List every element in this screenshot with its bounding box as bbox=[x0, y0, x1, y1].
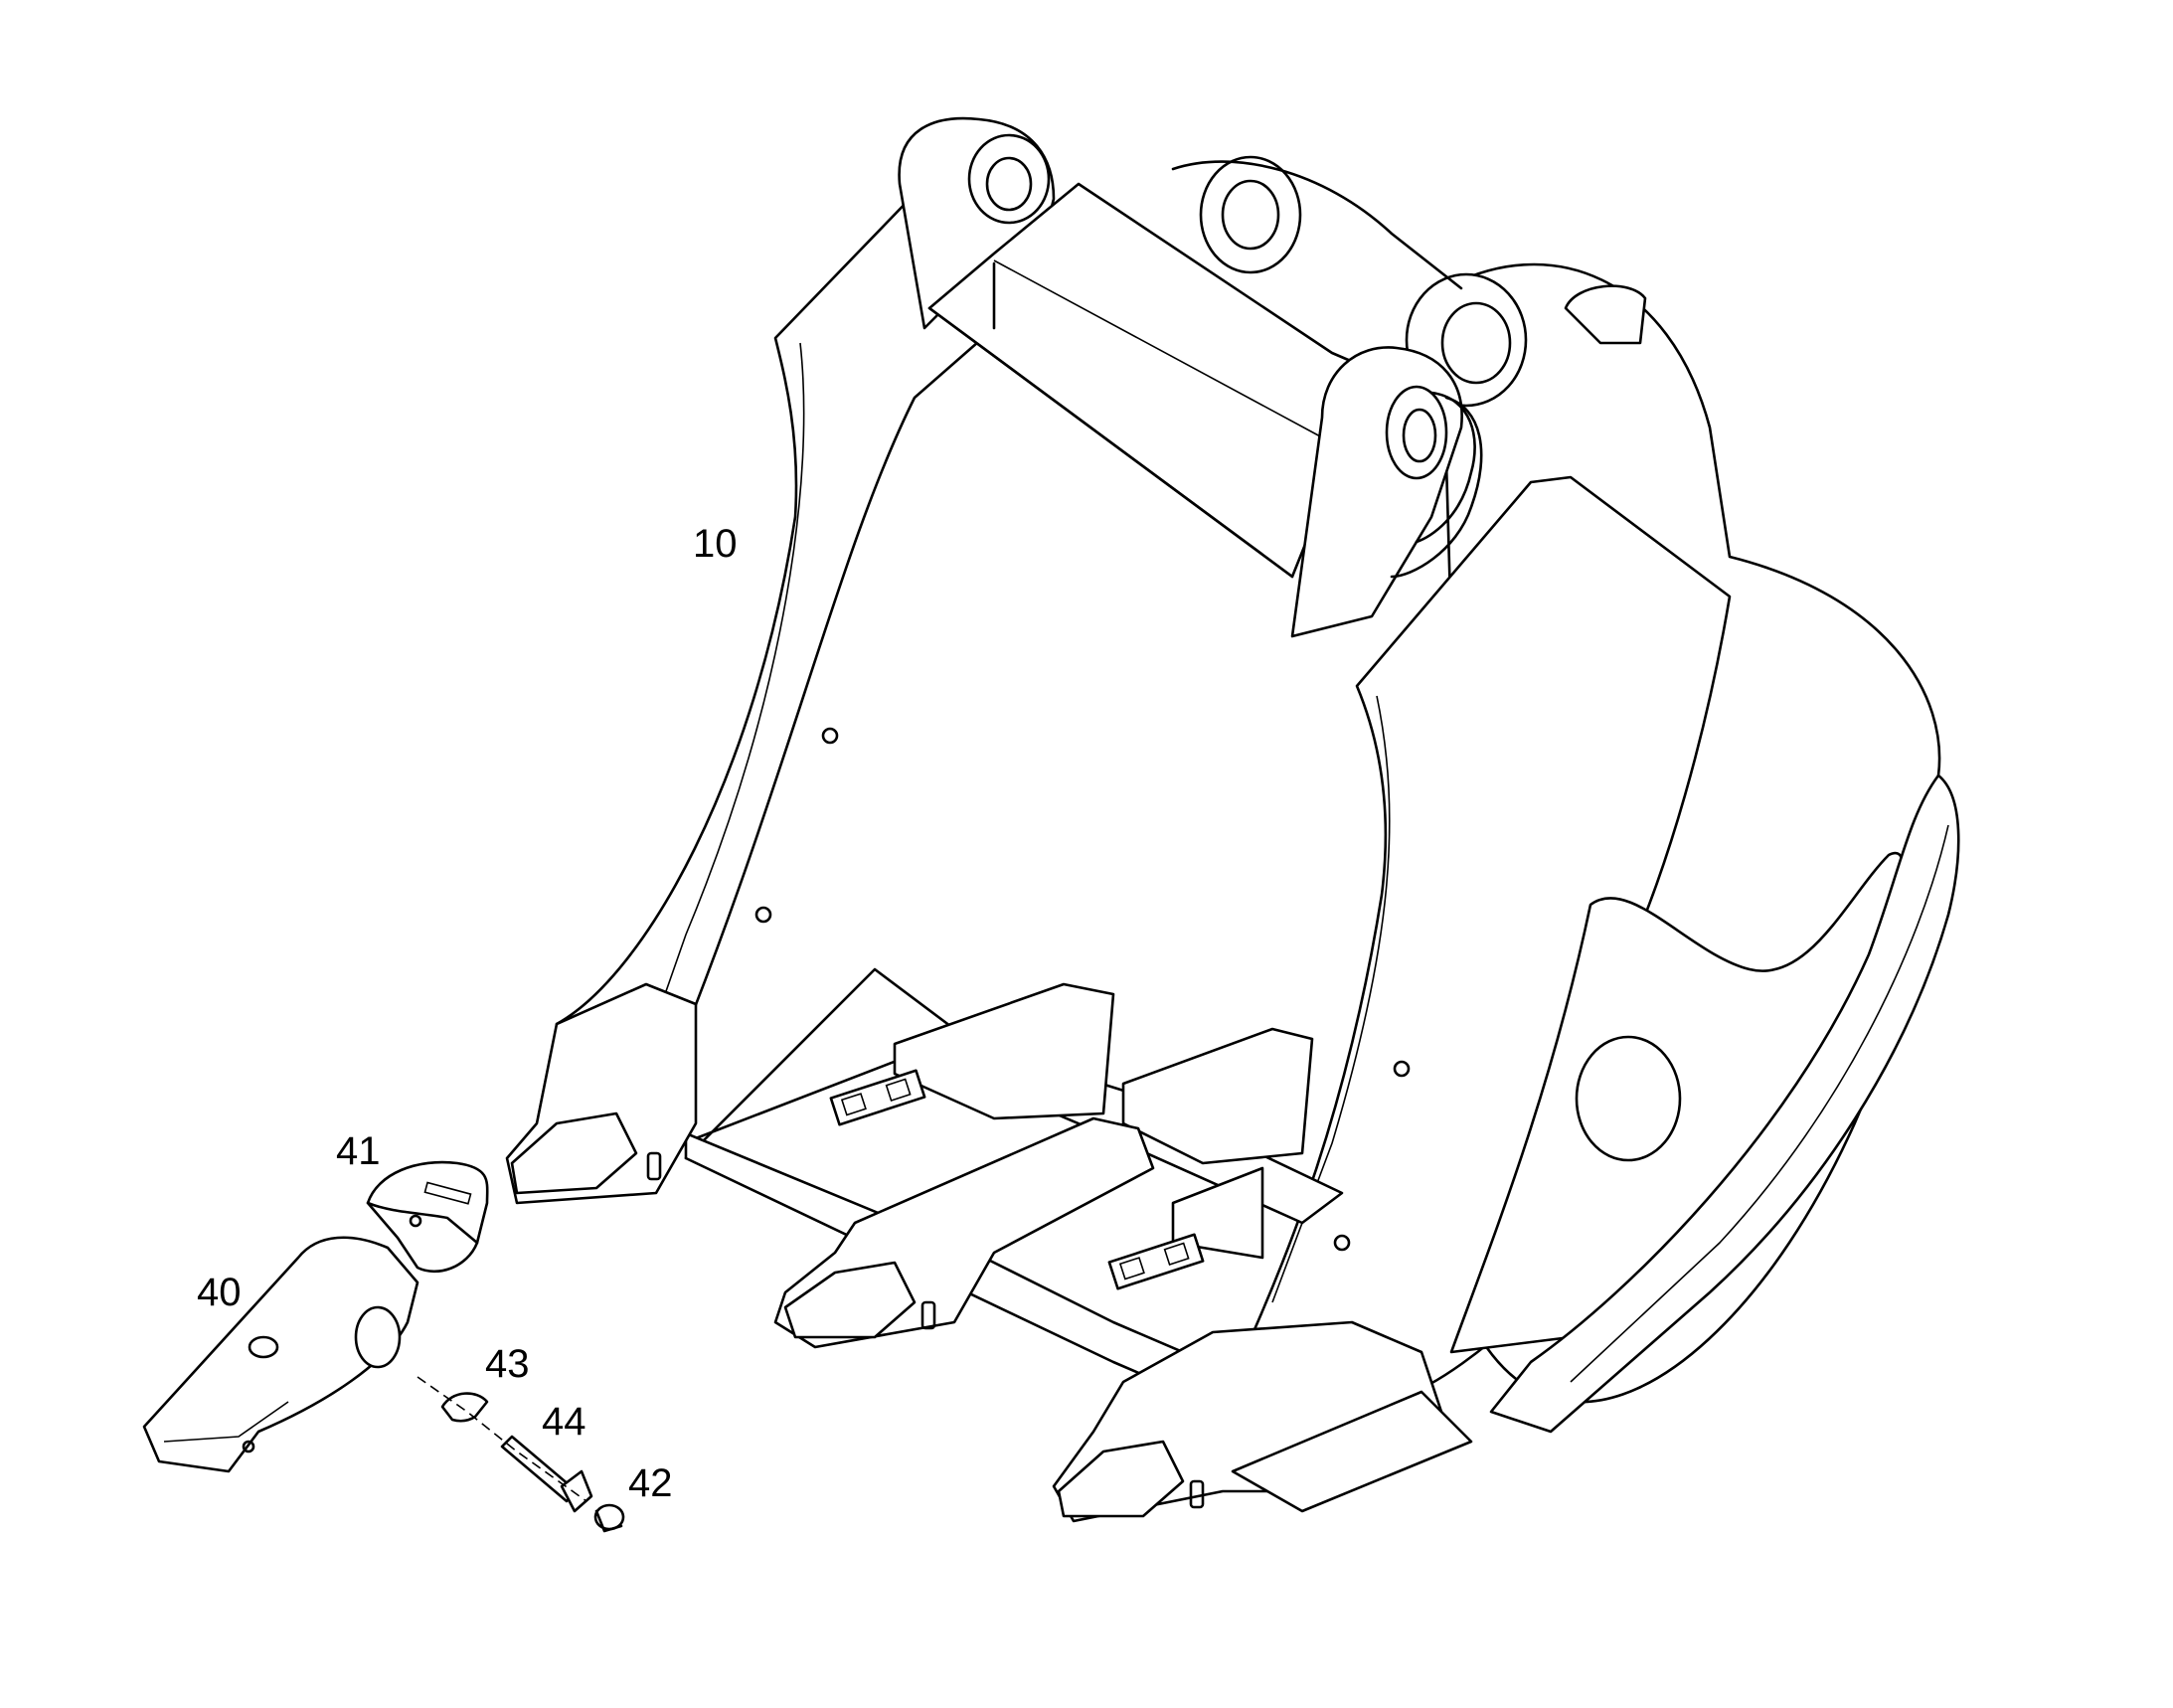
rear-pivot-left bbox=[1199, 155, 1302, 274]
tooth-lock-marker-1 bbox=[829, 1069, 926, 1126]
adapter-cover-body bbox=[366, 1160, 489, 1274]
assembly-line bbox=[417, 1376, 587, 1502]
bucket bbox=[505, 116, 1960, 1523]
side-cutter-tip bbox=[1231, 1390, 1473, 1513]
rear-lug bbox=[1564, 284, 1647, 345]
floor-runner-2 bbox=[1121, 1027, 1314, 1165]
lock-washer bbox=[440, 1392, 489, 1423]
tooth-body bbox=[142, 1236, 419, 1473]
side-cutter-edge bbox=[1489, 773, 1960, 1434]
pin bbox=[500, 1435, 593, 1513]
side-plate-hole bbox=[1575, 1035, 1682, 1162]
left-side-plate bbox=[555, 192, 996, 1106]
floor-runner-1 bbox=[893, 982, 1115, 1120]
tooth-lock-marker-2 bbox=[1107, 1233, 1205, 1290]
callout-retainer-cap: 42 bbox=[628, 1461, 673, 1505]
adapter-cover bbox=[366, 1160, 489, 1274]
callout-lock-washer: 43 bbox=[485, 1342, 530, 1386]
tooth bbox=[142, 1236, 419, 1473]
callout-tooth: 40 bbox=[197, 1271, 242, 1314]
callout-bucket: 10 bbox=[693, 522, 738, 566]
retainer-cap bbox=[593, 1503, 625, 1533]
callout-adapter-cover: 41 bbox=[336, 1129, 381, 1173]
callout-pin: 44 bbox=[542, 1400, 586, 1444]
